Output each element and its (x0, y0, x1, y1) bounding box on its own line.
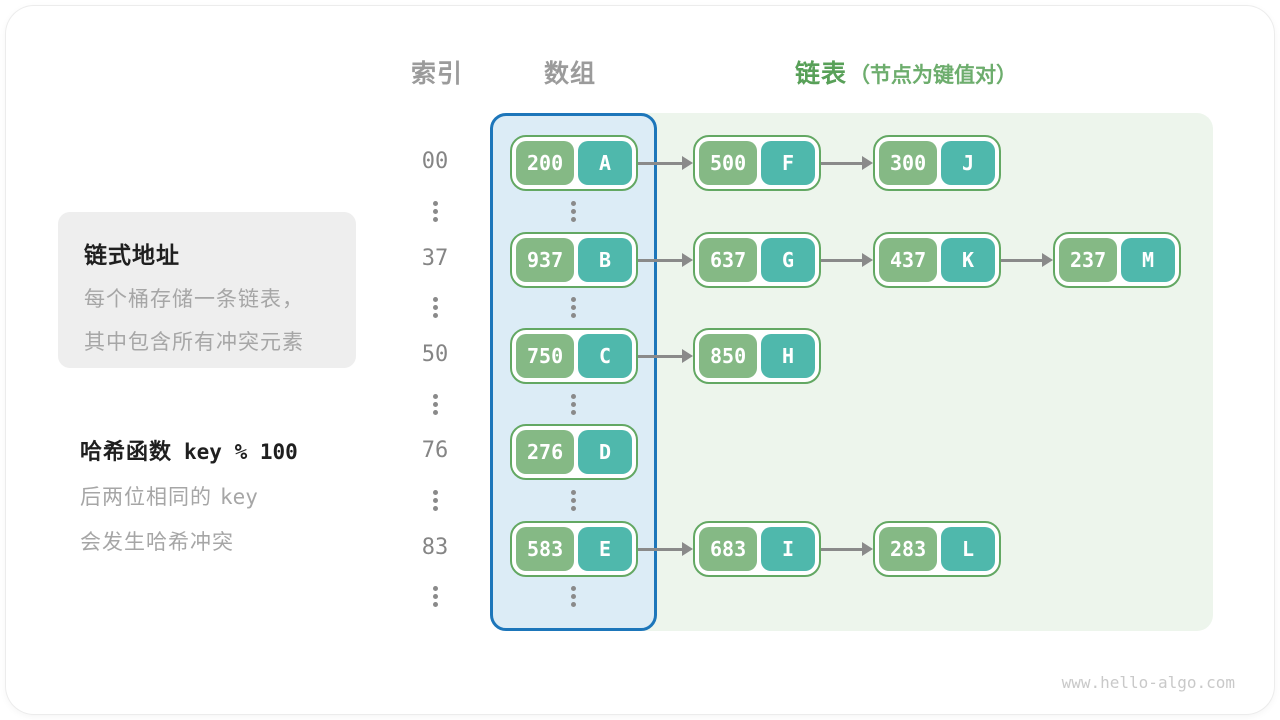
node-key: 750 (516, 334, 575, 378)
bucket-index-label: 37 (421, 246, 449, 271)
hash-function-formula: key % 100 (184, 440, 298, 464)
bucket-index-label: 00 (421, 149, 449, 174)
node-key: 500 (699, 141, 758, 185)
ellipsis-dots (568, 394, 578, 415)
hash-function-title: 哈希函数 key % 100 (80, 434, 298, 466)
node-key: 276 (516, 430, 575, 474)
linked-list-label: 链表 (795, 60, 848, 88)
node-key: 283 (879, 527, 938, 571)
linked-list-note: （节点为键值对） (849, 64, 1018, 87)
node-key: 237 (1059, 238, 1118, 282)
next-pointer-arrow (821, 542, 873, 556)
next-pointer-arrow (638, 156, 693, 170)
node-key: 583 (516, 527, 575, 571)
node-key: 637 (699, 238, 758, 282)
ellipsis-dots (430, 297, 440, 318)
next-pointer-arrow (821, 156, 873, 170)
node-key: 683 (699, 527, 758, 571)
node-value: I (761, 527, 815, 571)
node-value: L (941, 527, 995, 571)
ellipsis-dots (430, 394, 440, 415)
node-key: 300 (879, 141, 938, 185)
column-header-linked-list: 链表（节点为键值对） (795, 54, 1017, 90)
next-pointer-arrow (1001, 253, 1053, 267)
next-pointer-arrow (821, 253, 873, 267)
watermark: www.hello-algo.com (1061, 673, 1235, 692)
bucket-index-label: 50 (421, 342, 449, 367)
next-pointer-arrow (638, 542, 693, 556)
node-value: D (578, 430, 632, 474)
node-value: M (1121, 238, 1175, 282)
ellipsis-dots (568, 490, 578, 511)
column-header-index: 索引 (410, 60, 463, 88)
node-value: A (578, 141, 632, 185)
node-value: K (941, 238, 995, 282)
node-key: 437 (879, 238, 938, 282)
node-value: G (761, 238, 815, 282)
ellipsis-dots (568, 586, 578, 607)
ellipsis-dots (430, 586, 440, 607)
node-value: C (578, 334, 632, 378)
concept-line: 其中包含所有冲突元素 (84, 331, 304, 354)
ellipsis-dots (568, 297, 578, 318)
ellipsis-dots (568, 201, 578, 222)
node-value: F (761, 141, 815, 185)
node-value: B (578, 238, 632, 282)
node-key: 200 (516, 141, 575, 185)
concept-line: 每个桶存储一条链表， (84, 288, 304, 311)
node-value: H (761, 334, 815, 378)
node-key: 850 (699, 334, 758, 378)
bucket-index-label: 76 (421, 438, 449, 463)
node-value: J (941, 141, 995, 185)
next-pointer-arrow (638, 253, 693, 267)
ellipsis-dots (430, 201, 440, 222)
bucket-index-label: 83 (421, 535, 449, 560)
ellipsis-dots (430, 490, 440, 511)
hash-function-label: 哈希函数 (80, 439, 173, 464)
concept-box: 链式地址 每个桶存储一条链表， 其中包含所有冲突元素 (58, 212, 356, 368)
next-pointer-arrow (638, 349, 693, 363)
node-key: 937 (516, 238, 575, 282)
node-value: E (578, 527, 632, 571)
column-header-array: 数组 (543, 60, 596, 88)
concept-title: 链式地址 (84, 242, 180, 268)
hash-note-line: 会发生哈希冲突 (80, 531, 234, 554)
